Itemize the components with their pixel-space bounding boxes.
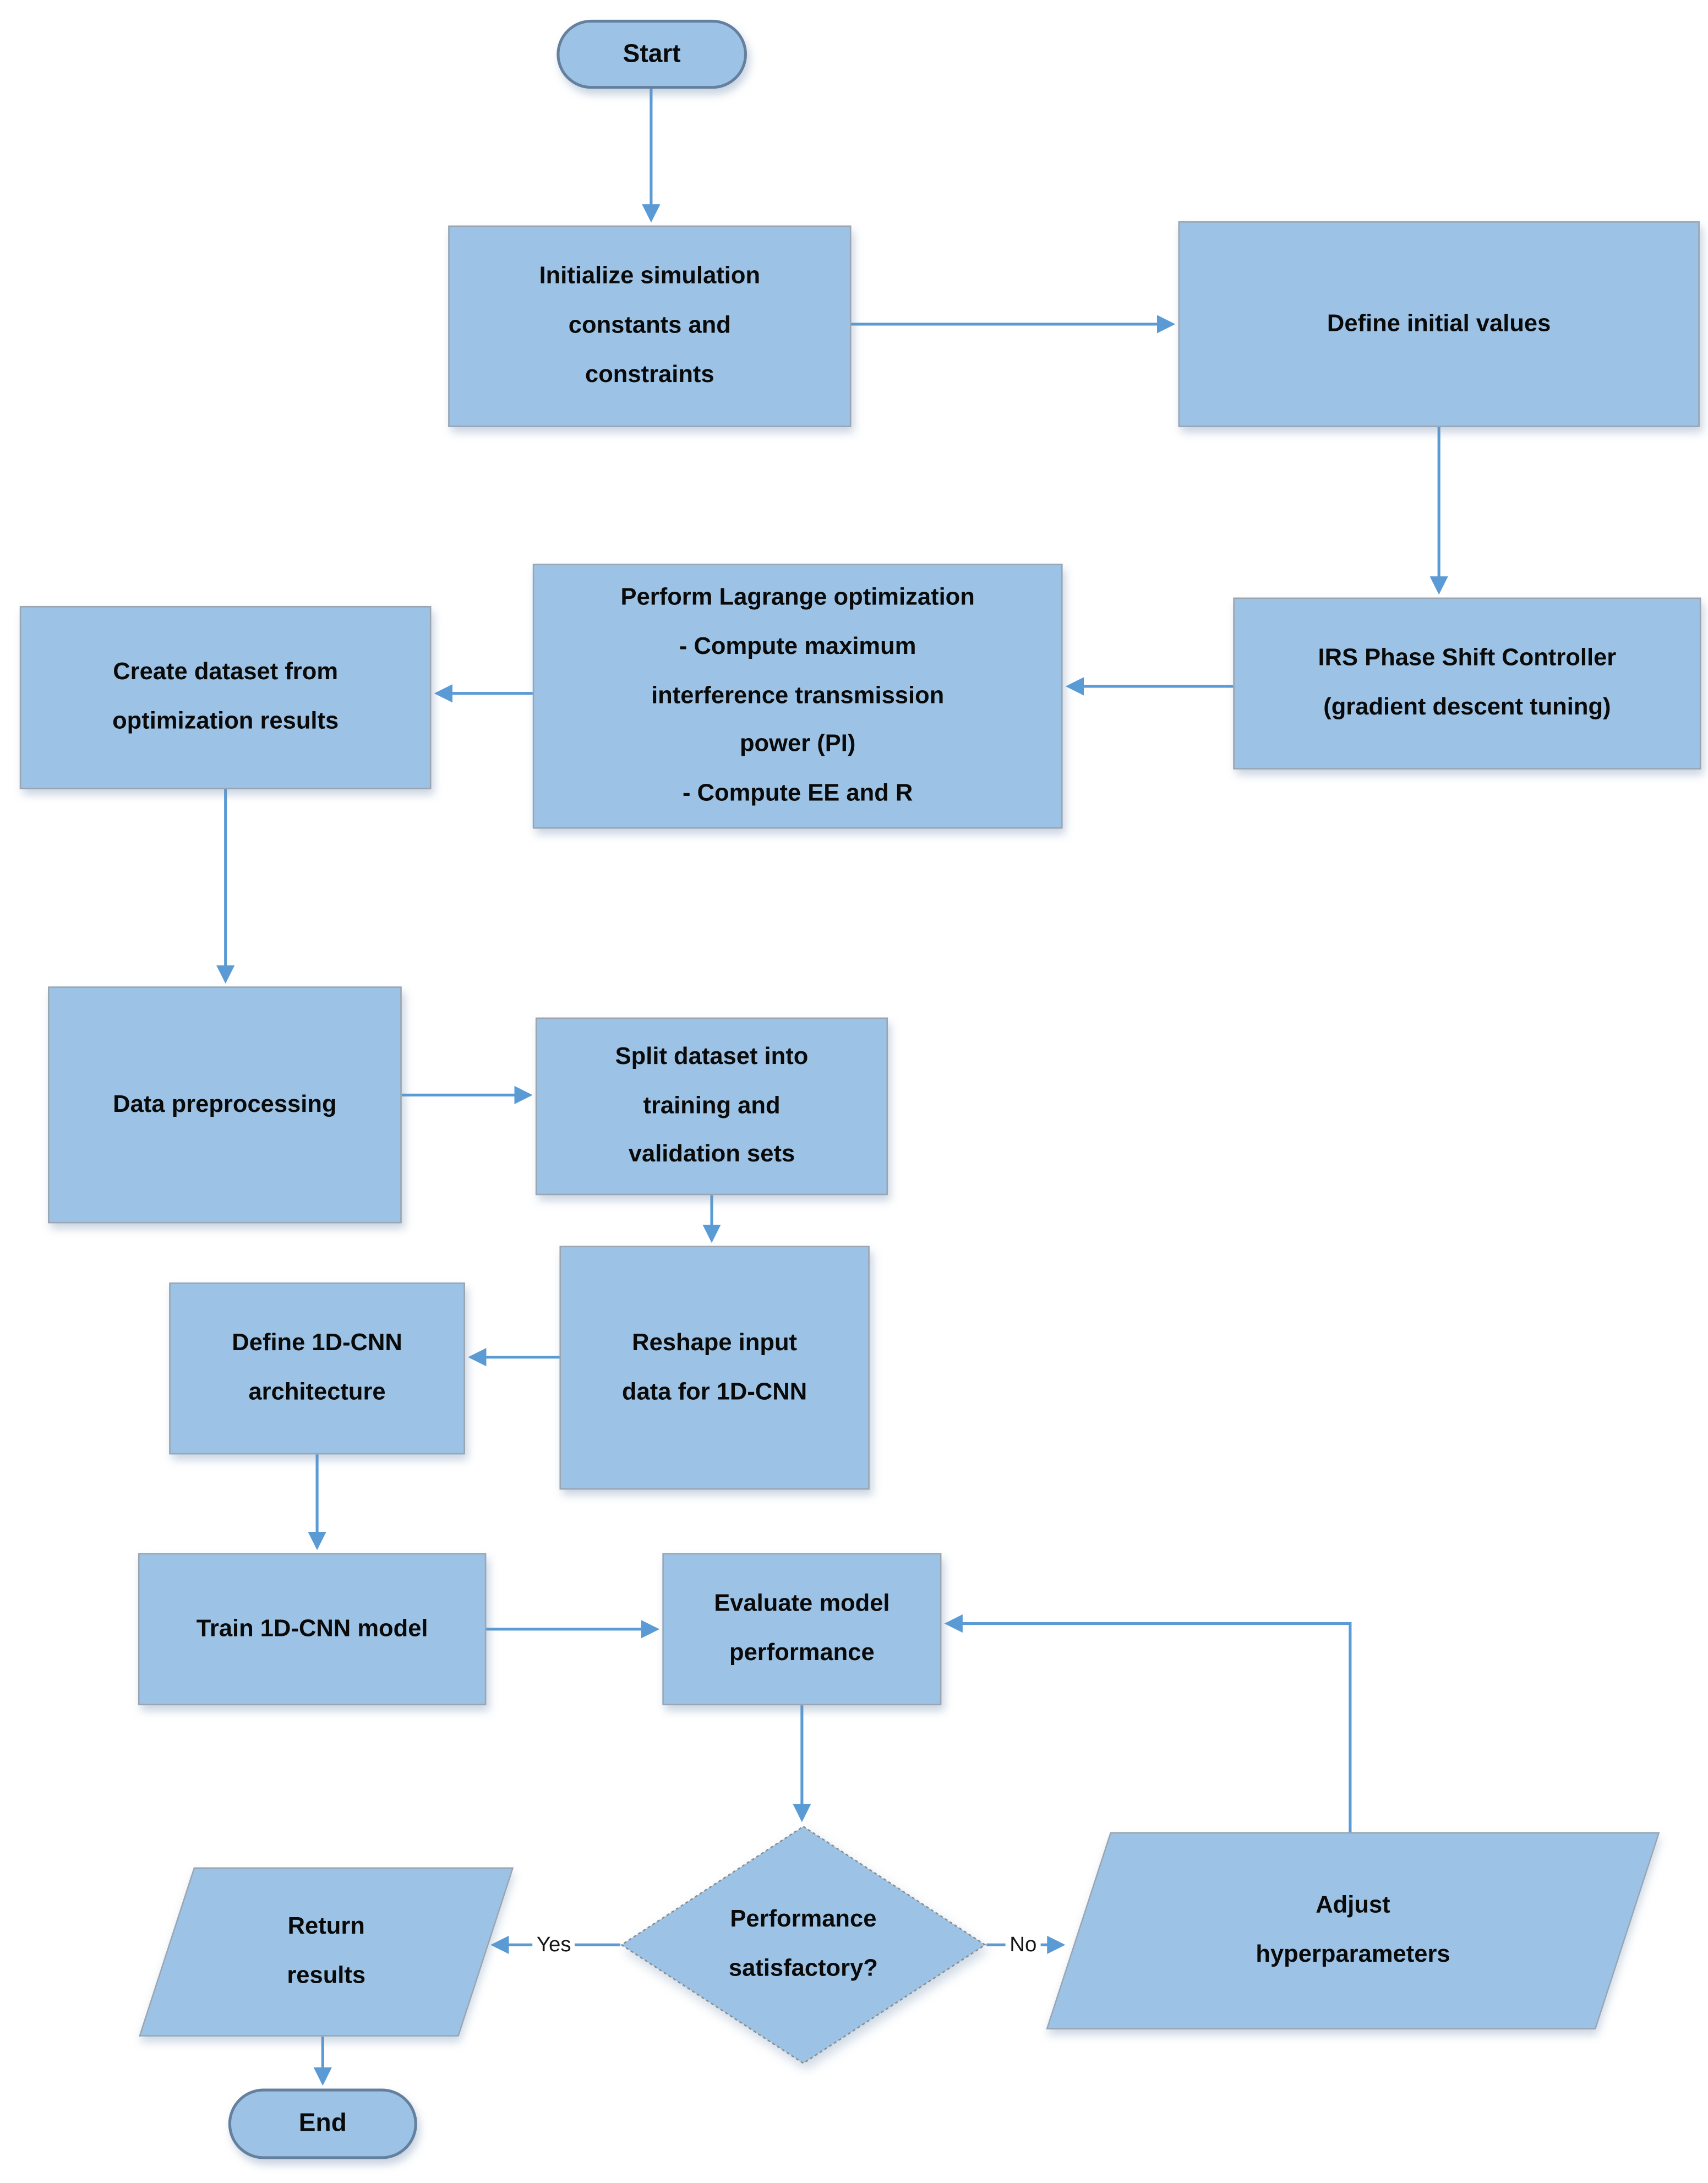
- node-lagrange-optimization-label: Perform Lagrange optimization - Compute …: [620, 583, 975, 807]
- node-performance-decision: Performance satisfactory?: [620, 1825, 987, 2065]
- node-evaluate-model: Evaluate model performance: [662, 1553, 942, 1706]
- node-return-results: Return results: [139, 1867, 514, 2037]
- node-train-cnn-model-label: Train 1D-CNN model: [196, 1614, 428, 1641]
- node-performance-decision-label: Performance satisfactory?: [728, 1906, 878, 1982]
- node-define-cnn-architecture-label: Define 1D-CNN architecture: [232, 1329, 402, 1405]
- node-create-dataset: Create dataset from optimization results: [19, 605, 432, 789]
- node-lagrange-optimization: Perform Lagrange optimization - Compute …: [532, 564, 1063, 829]
- edge-adjust-to-eval-feedback: [944, 1614, 1352, 1841]
- node-adjust-hyperparameters-label: Adjust hyperparameters: [1256, 1891, 1450, 1968]
- node-define-initial-values: Define initial values: [1178, 221, 1700, 427]
- node-split-dataset-label: Split dataset into training and validati…: [615, 1043, 809, 1168]
- node-create-dataset-label: Create dataset from optimization results: [112, 658, 339, 734]
- node-reshape-input: Reshape input data for 1D-CNN: [559, 1246, 870, 1490]
- node-initialize-constants-label: Initialize simulation constants and cons…: [539, 262, 761, 388]
- node-evaluate-model-label: Evaluate model performance: [714, 1590, 890, 1666]
- node-start-label: Start: [623, 39, 681, 68]
- node-return-results-label: Return results: [287, 1912, 366, 1989]
- edge-label-yes: Yes: [532, 1933, 576, 1957]
- node-data-preprocessing-label: Data preprocessing: [113, 1090, 337, 1117]
- node-reshape-input-label: Reshape input data for 1D-CNN: [622, 1328, 807, 1405]
- edge-label-no: No: [1005, 1933, 1041, 1957]
- node-data-preprocessing: Data preprocessing: [48, 986, 402, 1224]
- node-initialize-constants: Initialize simulation constants and cons…: [448, 225, 852, 427]
- node-split-dataset: Split dataset into training and validati…: [535, 1017, 888, 1196]
- node-define-cnn-architecture: Define 1D-CNN architecture: [169, 1282, 465, 1455]
- node-train-cnn-model: Train 1D-CNN model: [138, 1553, 487, 1706]
- node-end: End: [228, 2088, 417, 2159]
- node-start: Start: [556, 19, 747, 89]
- node-define-initial-values-label: Define initial values: [1327, 309, 1551, 336]
- node-end-label: End: [298, 2108, 347, 2137]
- decision-diamond-shape: [620, 1825, 987, 2064]
- node-irs-phase-shift-controller: IRS Phase Shift Controller (gradient des…: [1233, 597, 1701, 769]
- node-adjust-hyperparameters: Adjust hyperparameters: [1046, 1832, 1660, 2029]
- node-irs-phase-shift-controller-label: IRS Phase Shift Controller (gradient des…: [1318, 644, 1617, 721]
